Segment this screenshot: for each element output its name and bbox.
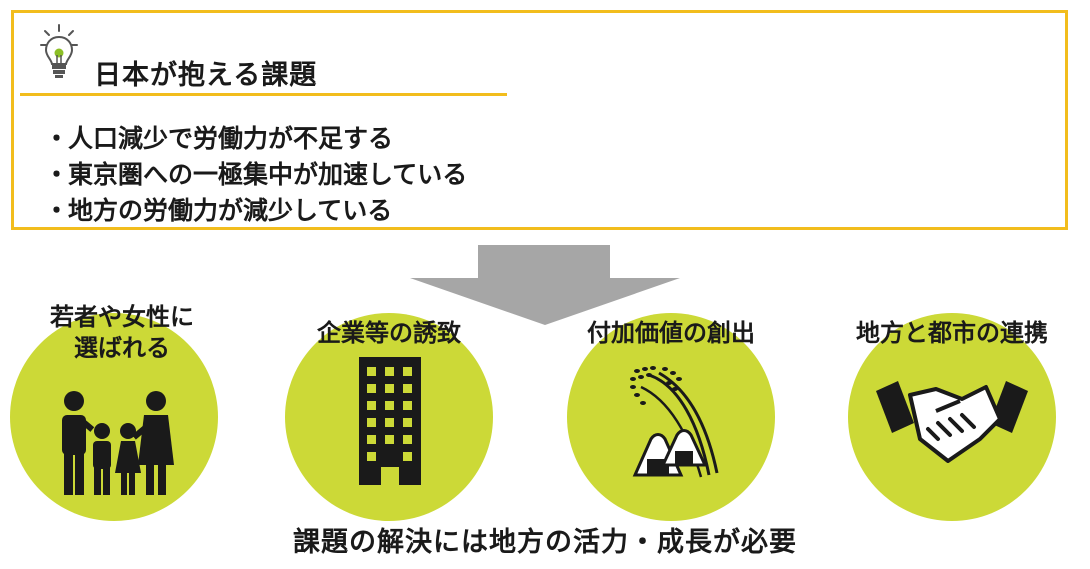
bullet-mark: ・ <box>44 160 70 189</box>
measure-label-young-women: 若者や女性に 選ばれる <box>50 303 194 362</box>
issues-box: 日本が抱える課題 ・人口減少で労働力が不足する ・東京圏への一極集中が加速してい… <box>11 10 1068 230</box>
measure-circle-young-women <box>10 313 218 521</box>
list-item: ・人口減少で労働力が不足する <box>44 121 467 157</box>
measure-circle-cooperation <box>848 313 1056 521</box>
issues-title: 日本が抱える課題 <box>94 60 318 91</box>
office-building-icon <box>359 357 421 485</box>
title-underline <box>20 93 507 96</box>
lightbulb-icon <box>40 24 78 78</box>
issues-list: ・人口減少で労働力が不足する ・東京圏への一極集中が加速している ・地方の労働力… <box>44 121 467 229</box>
handshake-icon <box>876 381 1028 463</box>
issue-text: 人口減少で労働力が不足する <box>68 124 394 153</box>
list-item: ・地方の労働力が減少している <box>44 193 467 229</box>
list-item: ・東京圏への一極集中が加速している <box>44 157 467 193</box>
rice-and-onigiri-icon <box>630 366 719 478</box>
issue-text: 東京圏への一極集中が加速している <box>68 160 468 189</box>
measure-label-cooperation: 地方と都市の連携 <box>856 319 1048 347</box>
measure-circle-business <box>285 313 493 521</box>
bullet-mark: ・ <box>44 124 70 153</box>
measure-label-business: 企業等の誘致 <box>317 319 461 347</box>
measure-label-value: 付加価値の創出 <box>587 319 755 347</box>
issue-text: 地方の労働力が減少している <box>68 196 393 225</box>
down-arrow-icon <box>410 245 680 325</box>
family-icon <box>62 391 174 495</box>
measure-circle-value <box>567 313 775 521</box>
conclusion-text: 課題の解決には地方の活力・成長が必要 <box>293 527 797 558</box>
bullet-mark: ・ <box>44 196 70 225</box>
